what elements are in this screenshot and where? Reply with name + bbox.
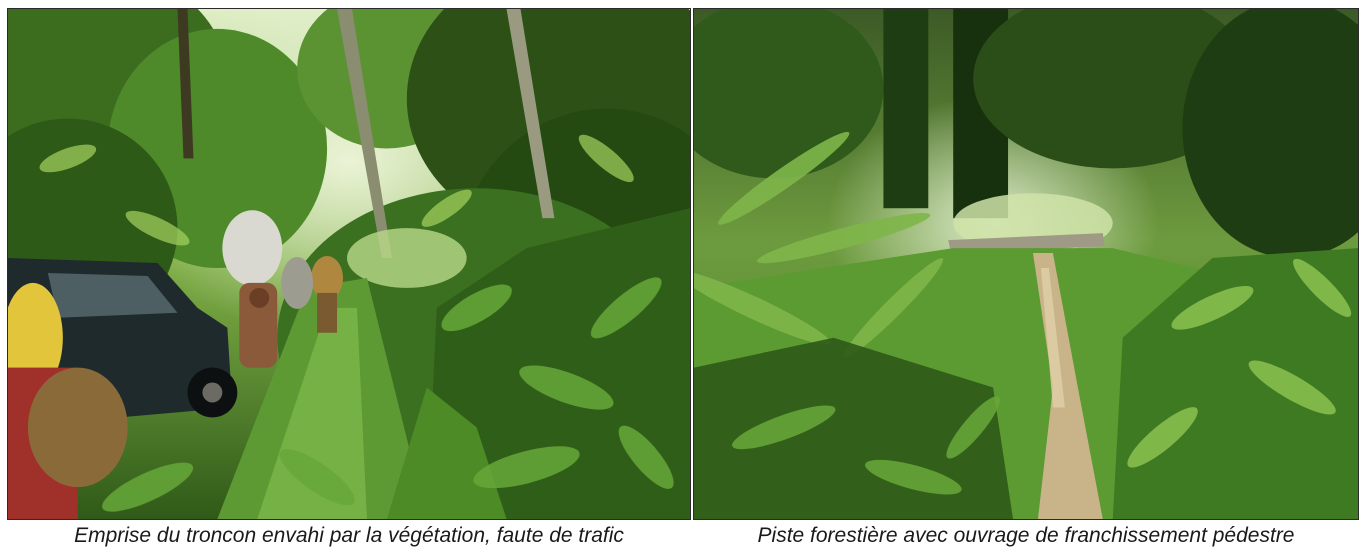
forest-track-image [694, 9, 1358, 519]
photo-caption-left: Emprise du troncon envahi par la végétat… [74, 524, 624, 547]
forest-road-porters-image [8, 9, 690, 519]
photo-overgrown-road [7, 8, 691, 520]
photo-caption-right: Piste forestière avec ouvrage de franchi… [757, 524, 1295, 547]
photo-forest-track-footbridge [693, 8, 1359, 520]
